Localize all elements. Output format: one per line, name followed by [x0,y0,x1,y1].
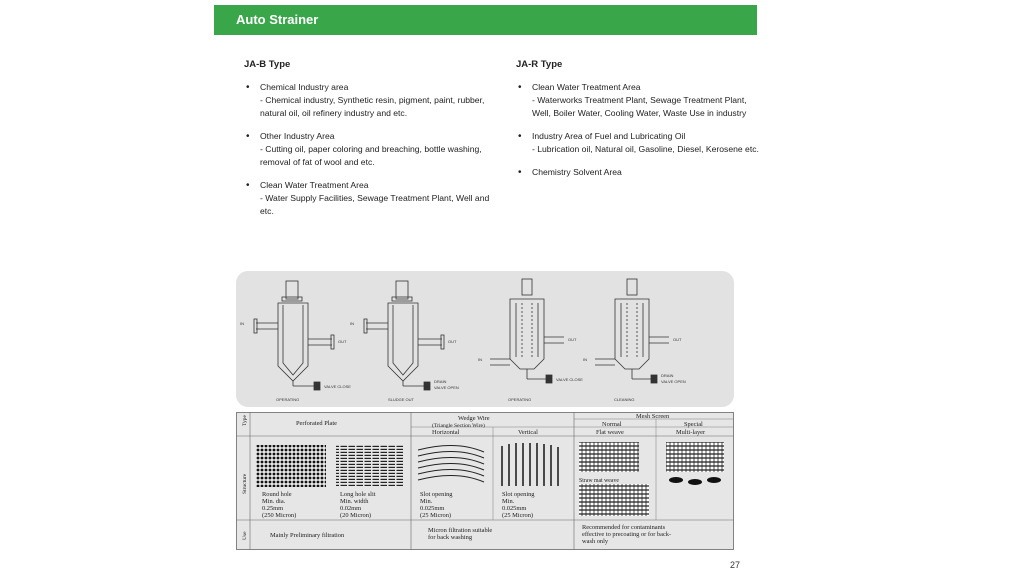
caption-cleaning: CLEANING [614,397,634,402]
round-hole-line: Round hole [262,491,292,498]
use-wedge-line: Micron filtration suitable [428,527,492,534]
use-perforated: Mainly Preliminary filtration [270,532,345,539]
in-label: IN [583,357,587,362]
drain-label: DRAIN [434,379,447,384]
section-title: Auto Strainer [236,12,319,27]
structure-label: Structure [242,473,248,494]
slot-horizontal-line: 0.025mm [420,505,444,512]
type-label: Type [242,415,248,426]
long-hole-line: Min. width [340,498,369,505]
long-hole-line: (20 Micron) [340,512,371,519]
item-title: Clean Water Treatment Area [532,82,641,92]
slot-vertical-line: 0.025mm [502,505,526,512]
ja-r-heading: JA-R Type [516,59,563,70]
slot-horizontal-line: (25 Micron) [420,512,451,519]
strainer-ja-b-sludge-out [363,280,445,391]
list-item: Other Industry Area - Cutting oil, paper… [244,130,494,169]
out-label: OUT [448,339,457,344]
screen-type-table: Type Structure Use Perforated Plate Wedg… [236,412,734,550]
item-detail: - Waterworks Treatment Plant, Sewage Tre… [532,95,747,118]
wedge-header: Wedge Wire [458,415,490,422]
item-title: Chemical Industry area [260,82,349,92]
page-number: 27 [730,560,741,570]
item-title: Other Industry Area [260,131,335,141]
multi-layer-swatch [666,442,724,485]
valve-open-label: VALVE OPEN [434,385,459,390]
multi-layer-header: Multi-layer [676,429,706,436]
ja-r-list: Clean Water Treatment Area - Waterworks … [516,81,766,179]
section-header: Auto Strainer [214,5,757,35]
vertical-header: Vertical [518,429,538,436]
normal-header: Normal [602,421,622,428]
horizontal-header: Horizontal [432,429,460,436]
slot-horizontal-line: Slot opening [420,491,453,498]
mesh-header: Mesh Screen [636,413,670,420]
round-hole-line: 0.25mm [262,505,283,512]
straw-mat-swatch [579,484,649,516]
list-item: Clean Water Treatment Area - Water Suppl… [244,179,494,218]
item-title: Clean Water Treatment Area [260,180,369,190]
caption-operating: OPERATING [276,397,299,402]
list-item: Chemical Industry area - Chemical indust… [244,81,494,120]
flat-weave-header: Flat weave [596,429,624,436]
in-label: IN [350,321,354,326]
item-detail: - Cutting oil, paper coloring and breach… [260,144,482,167]
item-title: Industry Area of Fuel and Lubricating Oi… [532,131,686,141]
strainer-ja-b-operating [253,280,335,391]
wedge-sub-header: (Triangle Section Wire) [432,422,485,429]
valve-close-label: VALVE CLOSE [324,384,351,389]
item-detail: - Lubrication oil, Natural oil, Gasoline… [532,144,759,154]
ja-b-column: JA-B Type Chemical Industry area - Chemi… [244,58,494,228]
wedge-horizontal-swatch [417,444,485,483]
out-label: OUT [673,337,682,342]
caption-sludge-out: SLUDGE OUT [388,397,415,402]
valve-open-label: VALVE OPEN [661,379,686,384]
screen-table-drawing: Type Structure Use Perforated Plate Wedg… [236,412,734,550]
slot-vertical-line: Min. [502,498,515,505]
out-label: OUT [568,337,577,342]
out-label: OUT [338,339,347,344]
round-hole-line: Min. dia. [262,498,286,505]
slot-vertical-line: Slot opening [502,491,535,498]
list-item: Clean Water Treatment Area - Waterworks … [516,81,766,120]
long-hole-line: 0.02mm [340,505,361,512]
in-label: IN [240,321,244,326]
drain-label: DRAIN [661,373,674,378]
use-wedge-line: for back washing [428,534,473,541]
slot-horizontal-line: Min. [420,498,433,505]
use-mesh-line: wash only [582,538,609,545]
ja-b-heading: JA-B Type [244,59,291,70]
caption-operating: OPERATING [508,397,531,402]
perforated-round-swatch [256,445,326,487]
item-detail: - Chemical industry, Synthetic resin, pi… [260,95,485,118]
item-title: Chemistry Solvent Area [532,167,622,177]
flat-weave-swatch [579,442,639,472]
strainer-ja-r-cleaning [595,278,669,384]
use-label: Use [242,531,248,540]
strainer-drawing: IN OUT VALVE CLOSE IN OUT DRAIN VALVE OP… [240,278,686,402]
strainer-diagrams: IN OUT VALVE CLOSE IN OUT DRAIN VALVE OP… [236,271,734,407]
list-item: Chemistry Solvent Area [516,166,766,179]
round-hole-line: (250 Micron) [262,512,296,519]
perforated-header: Perforated Plate [296,420,337,427]
list-item: Industry Area of Fuel and Lubricating Oi… [516,130,766,156]
ja-r-column: JA-R Type Clean Water Treatment Area - W… [516,58,766,189]
slot-vertical-line: (25 Micron) [502,512,533,519]
use-mesh-line: effective to precoating or for back- [582,531,671,538]
long-hole-line: Long hole slit [340,491,376,498]
use-mesh-line: Recommended for contaminants [582,524,666,531]
valve-close-label: VALVE CLOSE [556,377,583,382]
strainer-ja-r-operating [490,278,564,384]
straw-mat-label: Straw mat weave [579,478,619,484]
wedge-vertical-swatch [501,443,559,486]
perforated-slit-swatch [336,445,404,487]
ja-b-list: Chemical Industry area - Chemical indust… [244,81,494,218]
in-label: IN [478,357,482,362]
item-detail: - Water Supply Facilities, Sewage Treatm… [260,193,490,216]
special-header: Special [684,421,703,428]
